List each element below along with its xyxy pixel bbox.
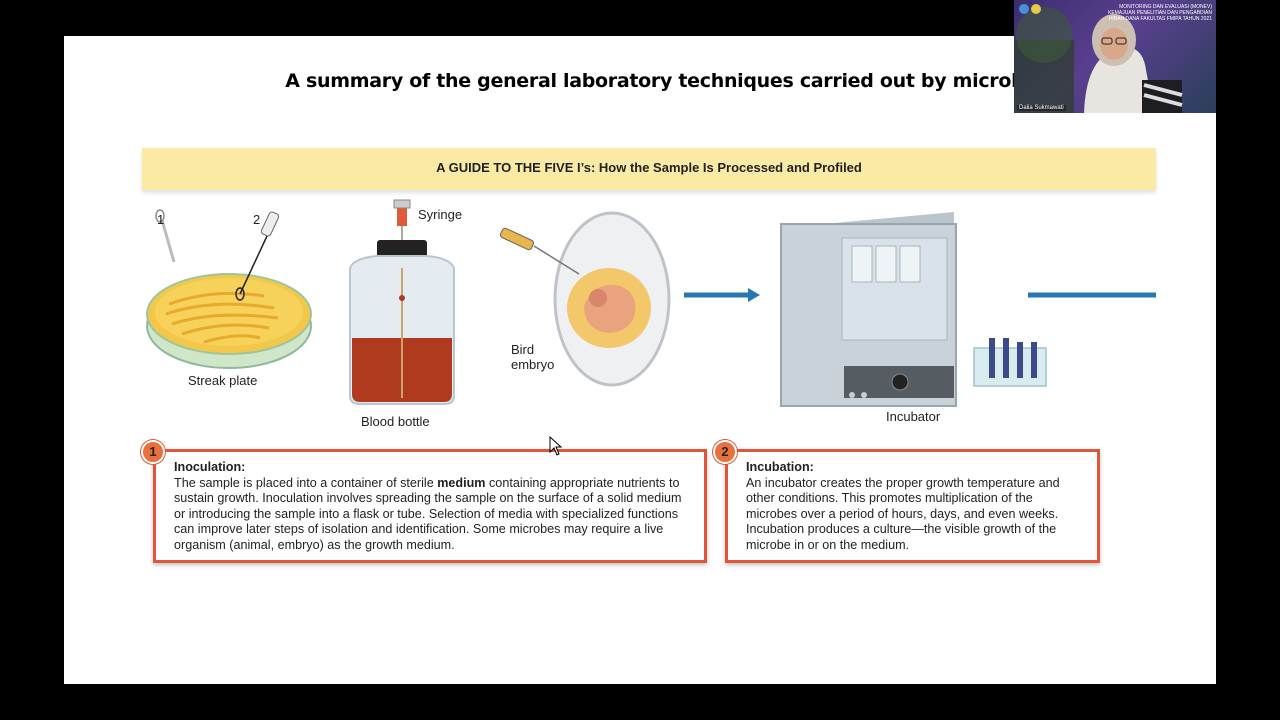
figure-banner-title: A GUIDE TO THE FIVE I’s: How the Sample …: [436, 160, 862, 175]
step-inoculation-box: Inoculation: The sample is placed into a…: [153, 449, 707, 563]
webcam-event-banner: MONITORING DAN EVALUASI (MONEV) KEMAJUAN…: [1108, 4, 1212, 22]
step-incubation-body: Incubation: An incubator creates the pro…: [746, 460, 1087, 554]
tool-2-label: 2: [253, 212, 261, 227]
bird-embryo-label-line2: embryo: [511, 357, 555, 372]
step-incubation-title: Incubation:: [746, 460, 814, 474]
slide-title: A summary of the general laboratory tech…: [285, 70, 1113, 92]
presenter-webcam: MONITORING DAN EVALUASI (MONEV) KEMAJUAN…: [1014, 0, 1216, 113]
step-2-number-badge: 2: [713, 440, 737, 464]
process-arrow-1: [684, 288, 760, 302]
figure-banner: A GUIDE TO THE FIVE I’s: How the Sample …: [142, 148, 1156, 190]
presenter-name-label: Dalia Sukmawati: [1017, 105, 1066, 111]
mouse-cursor-icon: [549, 436, 563, 456]
step-inoculation-text: The sample is placed into a container of…: [174, 475, 682, 552]
lab-techniques-figure: [146, 199, 1156, 407]
syringe-label: Syringe: [418, 207, 463, 222]
blood-bottle-illustration: [349, 199, 455, 405]
step-inoculation-title: Inoculation:: [174, 460, 246, 474]
step-incubation-text: An incubator creates the proper growth t…: [746, 475, 1060, 552]
egg-embryo-illustration: [499, 211, 671, 387]
incubator-label: Incubator: [886, 409, 941, 424]
tool-1-label: 1: [157, 212, 165, 227]
incubator-illustration: [780, 212, 957, 407]
step-incubation-box: Incubation: An incubator creates the pro…: [725, 449, 1100, 563]
presentation-slide: A summary of the general laboratory tech…: [64, 36, 1216, 684]
streak-plate-illustration: [146, 209, 312, 369]
streak-plate-label: Streak plate: [188, 373, 258, 388]
step-1-number-badge: 1: [141, 440, 165, 464]
step-inoculation-body: Inoculation: The sample is placed into a…: [174, 460, 694, 554]
bird-embryo-label-line1: Bird: [511, 342, 535, 357]
tube-rack-illustration: [973, 338, 1047, 387]
blood-bottle-label: Blood bottle: [361, 414, 430, 429]
presenter-video-icon: [1014, 4, 1183, 113]
